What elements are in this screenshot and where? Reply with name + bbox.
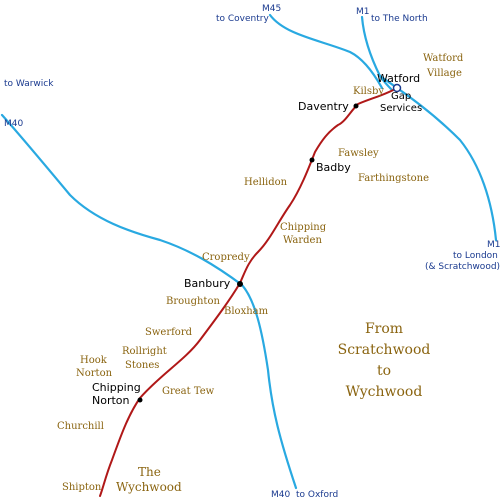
map-title: From Scratchwood to Wychwood [338,321,431,400]
title-line-3: to [377,363,391,379]
m45-label: M45 [262,4,281,14]
motorways [0,13,498,490]
watford-gap-label-2: Gap [391,91,411,102]
m40-south-road [240,283,298,490]
rollright-stones-label-1: Rollright [122,346,167,357]
great-tew-label: Great Tew [162,386,215,397]
scratchwood-label: (& Scratchwood) [425,262,500,272]
m1-south-road [378,74,498,242]
hook-norton-label-2: Norton [76,368,113,379]
badby-label: Badby [316,161,351,174]
hellidon-label: Hellidon [244,177,288,188]
rollright-stones-label-2: Stones [125,360,159,371]
watford-gap-label-3: Services [380,103,422,114]
cropredy-label: Cropredy [202,252,250,263]
badby-marker [309,157,315,163]
bloxham-label: Bloxham [224,306,269,317]
to-oxford-label: to Oxford [296,490,338,500]
farthingstone-label: Farthingstone [358,173,429,184]
chipping-norton-label-2: Norton [92,394,130,407]
broughton-label: Broughton [166,296,220,307]
chipping-warden-label-2: Warden [283,235,322,246]
churchill-label: Churchill [57,421,104,432]
to-london-label: to London [453,251,498,261]
m40-west-label: M40 [4,119,23,129]
title-line-4: Wychwood [346,384,423,400]
m45-road [268,13,384,90]
chipping-warden-label-1: Chipping [280,222,327,233]
kilsby-label: Kilsby [353,86,384,97]
to-coventry-label: to Coventry [216,14,269,24]
m1-south-label: M1 [487,240,500,250]
shipton-label: Shipton [62,482,102,493]
to-the-north-label: to The North [371,14,428,24]
wychwood-label-2: Wychwood [116,480,182,494]
chipping-norton-marker [137,397,143,403]
watford-village-label-2: Village [426,68,462,79]
fawsley-label: Fawsley [338,148,379,159]
watford-gap-label-1: Watford [377,72,420,85]
title-line-1: From [365,321,403,337]
watford-gap-marker [392,83,402,93]
watford-village-label-1: Watford [423,53,464,64]
hook-norton-label-1: Hook [80,355,108,366]
m40-south-label: M40 [271,490,290,500]
chipping-norton-label-1: Chipping [92,381,141,394]
daventry-marker [353,103,359,109]
banbury-label: Banbury [184,277,231,290]
to-warwick-label: to Warwick [4,79,54,89]
daventry-label: Daventry [298,100,349,113]
title-line-2: Scratchwood [338,342,431,358]
m40-west-road [0,113,244,287]
town-markers [137,83,402,403]
swerford-label: Swerford [145,327,193,338]
banbury-marker [237,281,243,287]
route-line [99,87,398,497]
wychwood-label-1: The [138,465,161,479]
m1-north-label: M1 [356,7,370,17]
